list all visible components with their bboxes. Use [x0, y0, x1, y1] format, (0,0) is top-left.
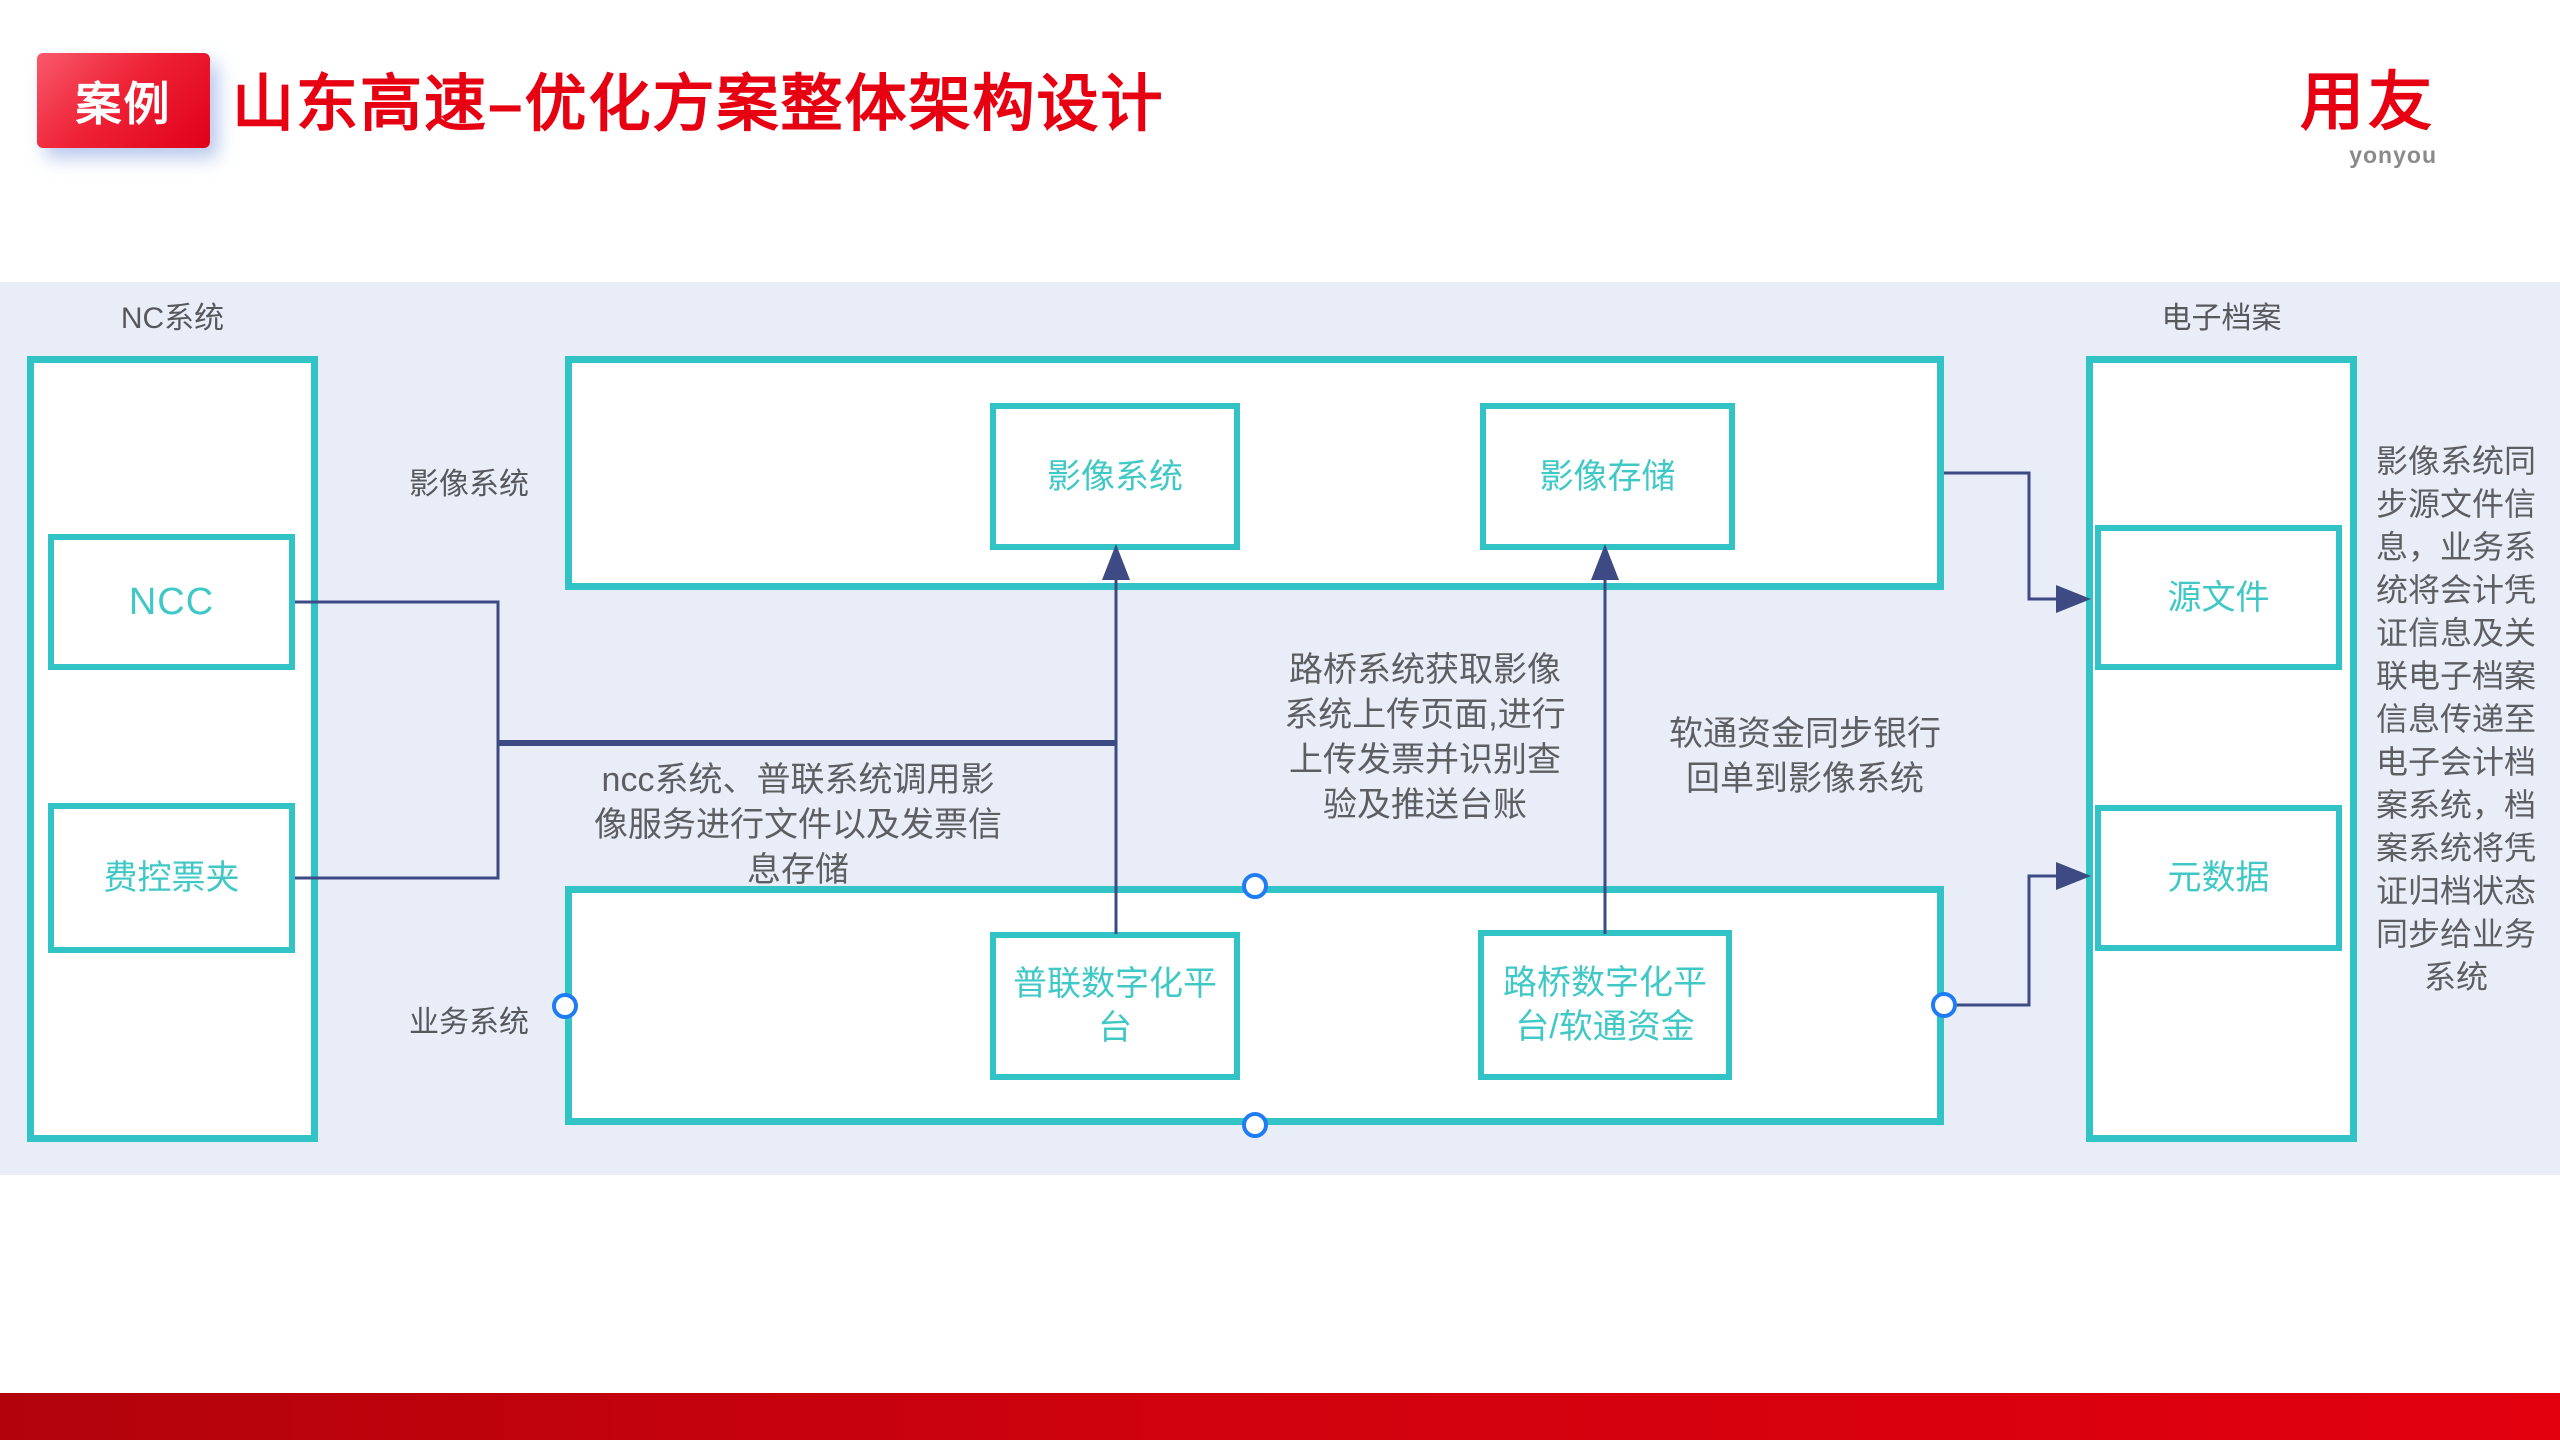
- node-imaging-storage: 影像存储: [1480, 403, 1735, 550]
- node-expense-folder: 费控票夹: [48, 803, 295, 953]
- node-pulian-platform: 普联数字化平台: [990, 932, 1240, 1080]
- node-imaging-system: 影像系统: [990, 403, 1240, 550]
- group-imaging-system: [565, 356, 1944, 590]
- node-metadata: 元数据: [2095, 805, 2342, 951]
- yonyou-logo-subtitle: yonyou: [2349, 142, 2437, 168]
- label-imaging-system: 影像系统: [409, 468, 529, 501]
- note-luqiao: 路桥系统获取影像系统上传页面,进行上传发票并识别查验及推送台账: [1284, 651, 1566, 824]
- footer-accent-bar: [0, 1393, 2560, 1440]
- note-ruantong: 软通资金同步银行回单到影像系统: [1669, 715, 1941, 798]
- yonyou-logo: 用友: [2300, 66, 2436, 138]
- node-source-file: 源文件: [2095, 525, 2342, 670]
- page-title: 山东高速–优化方案整体架构设计: [232, 70, 1165, 139]
- group-electronic-archive: [2086, 356, 2357, 1142]
- label-nc-system: NC系统: [120, 302, 225, 335]
- node-luqiao-platform: 路桥数字化平台/软通资金: [1478, 930, 1732, 1080]
- case-badge: 案例: [37, 53, 210, 148]
- note-ncc-pulian: ncc系统、普联系统调用影像服务进行文件以及发票信息存储: [594, 761, 1002, 889]
- node-ncc: NCC: [48, 534, 295, 670]
- group-business-system: [565, 886, 1944, 1125]
- label-electronic-archive: 电子档案: [2161, 302, 2282, 335]
- label-business-system: 业务系统: [409, 1006, 529, 1039]
- note-archive-flow: 影像系统同步源文件信息，业务系统将会计凭证信息及关联电子档案信息传递至电子会计档…: [2375, 443, 2536, 995]
- group-nc-system: [27, 356, 318, 1142]
